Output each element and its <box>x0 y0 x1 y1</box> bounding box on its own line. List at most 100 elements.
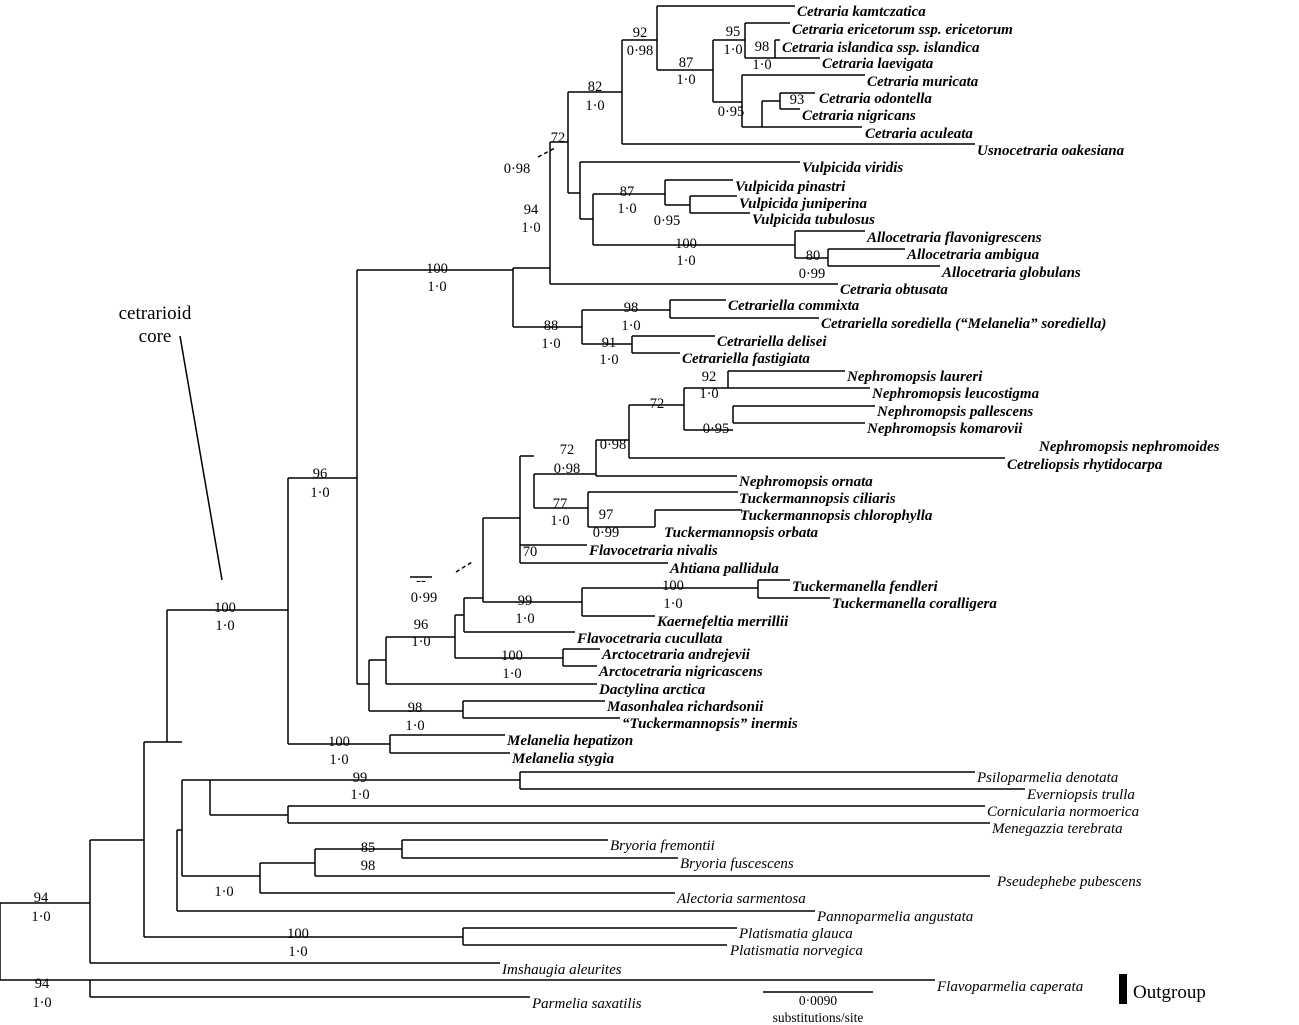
support-value: 1·0 <box>350 787 369 803</box>
support-value: 94 <box>34 890 49 906</box>
support-value: 0·98 <box>600 437 627 453</box>
support-value: 98 <box>408 700 423 716</box>
taxon-label: Cetraria ericetorum ssp. ericetorum <box>792 22 1013 38</box>
taxon-label: Vulpicida juniperina <box>739 196 867 212</box>
support-value: 0·95 <box>703 421 730 437</box>
support-value: 87 <box>620 184 635 200</box>
support-value: 92 <box>633 25 648 41</box>
scale-bar-value: 0·0090 <box>799 993 837 1008</box>
taxon-label: Psiloparmelia denotata <box>976 770 1118 786</box>
support-value: 93 <box>790 92 805 108</box>
taxon-label: Vulpicida viridis <box>802 160 903 176</box>
support-value: 100 <box>426 261 448 277</box>
taxon-label: Nephromopsis laureri <box>846 369 983 385</box>
support-value: 1·0 <box>676 253 695 269</box>
taxon-label: Allocetraria flavonigrescens <box>866 230 1042 246</box>
support-value: 1·0 <box>515 611 534 627</box>
support-value: 82 <box>588 79 603 95</box>
support-value: 77 <box>553 496 568 512</box>
taxon-label: Cetraria obtusata <box>840 282 948 298</box>
taxon-label: “Tuckermannopsis” inermis <box>622 716 798 732</box>
support-value: 1·0 <box>723 42 742 58</box>
taxon-label: Cornicularia normoerica <box>987 804 1139 820</box>
support-value: 1·0 <box>599 352 618 368</box>
taxon-label: Cetraria odontella <box>819 91 932 107</box>
support-value: 92 <box>702 369 717 385</box>
taxon-label: Flavocetraria nivalis <box>588 543 718 559</box>
taxon-label: Nephromopsis komarovii <box>866 421 1023 437</box>
support-value: 100 <box>214 600 236 616</box>
taxon-label: Usnocetraria oakesiana <box>977 143 1125 159</box>
tree-branches <box>0 5 1025 998</box>
support-value: 1·0 <box>621 318 640 334</box>
taxon-label: Cetrariella sorediella (“Melanelia” sore… <box>821 316 1106 332</box>
scale-bar-unit: substitutions/site <box>773 1010 864 1025</box>
taxon-label: Cetraria kamtczatica <box>797 4 926 20</box>
taxon-label: Everniopsis trulla <box>1026 787 1135 803</box>
support-value: 94 <box>35 976 50 992</box>
taxon-label: Pannoparmelia angustata <box>816 909 973 925</box>
support-value: 0·95 <box>718 104 745 120</box>
support-value: 0·99 <box>411 590 438 606</box>
support-value: 72 <box>650 396 665 412</box>
support-value: 1·0 <box>541 336 560 352</box>
taxon-label: Tuckermannopsis ciliaris <box>739 491 896 507</box>
support-value: 0·99 <box>799 266 826 282</box>
support-value: 0·99 <box>593 525 620 541</box>
taxon-label: Nephromopsis ornata <box>738 474 873 490</box>
support-value: 88 <box>544 318 559 334</box>
support-value: 96 <box>313 466 328 482</box>
support-value: 1·0 <box>427 279 446 295</box>
support-value: 0·98 <box>627 43 654 59</box>
taxon-label: Bryoria fremontii <box>610 838 715 854</box>
taxon-label: Allocetraria ambigua <box>906 247 1040 263</box>
support-value: 87 <box>679 55 694 71</box>
taxon-label: Tuckermanella fendleri <box>792 579 939 595</box>
support-value: 100 <box>328 734 350 750</box>
support-value: 100 <box>662 578 684 594</box>
clade-label-line1: cetrarioid <box>119 303 192 324</box>
taxon-label: Tuckermannopsis orbata <box>664 525 819 541</box>
support-value: 96 <box>414 617 429 633</box>
taxon-label: Tuckermannopsis chlorophylla <box>740 508 933 524</box>
taxon-label: Kaernefeltia merrillii <box>656 614 789 630</box>
taxon-label: Nephromopsis nephromoides <box>1038 439 1220 455</box>
taxon-label: Imshaugia aleurites <box>501 962 622 978</box>
taxon-label: Cetrariella fastigiata <box>682 351 810 367</box>
taxon-label: Cetraria aculeata <box>865 126 973 142</box>
support-value: 98 <box>624 300 639 316</box>
support-value: 1·0 <box>329 752 348 768</box>
support-value: 100 <box>675 236 697 252</box>
support-value: 1·0 <box>502 666 521 682</box>
support-value: 98 <box>361 858 376 874</box>
taxon-label: Cetraria laevigata <box>822 56 934 72</box>
taxon-label: Platismatia norvegica <box>729 943 863 959</box>
taxon-label: Bryoria fuscescens <box>680 856 794 872</box>
support-value: 1·0 <box>214 884 233 900</box>
taxon-label: Alectoria sarmentosa <box>676 891 806 907</box>
taxon-label: Cetraria nigricans <box>802 108 916 124</box>
support-value: 1·0 <box>550 513 569 529</box>
taxon-label: Arctocetraria andrejevii <box>601 647 751 663</box>
taxon-label: Nephromopsis leucostigma <box>871 386 1040 402</box>
taxon-label: Cetreliopsis rhytidocarpa <box>1007 457 1163 473</box>
support-value: 1·0 <box>752 57 771 73</box>
support-value: 80 <box>806 248 821 264</box>
taxon-label: Vulpicida pinastri <box>735 179 846 195</box>
taxon-label: Masonhalea richardsonii <box>606 699 764 715</box>
support-value: 1·0 <box>288 944 307 960</box>
outgroup-label: Outgroup <box>1133 982 1206 1003</box>
support-value: 0·98 <box>554 461 581 477</box>
clade-label-line2: core <box>139 326 172 347</box>
taxon-label: Ahtiana pallidula <box>669 561 779 577</box>
taxon-label: Parmelia saxatilis <box>531 996 642 1012</box>
support-value: 99 <box>353 770 368 786</box>
taxon-label: Melanelia hepatizon <box>506 733 633 749</box>
taxon-label: Platismatia glauca <box>738 926 853 942</box>
outgroup-bracket <box>1119 974 1127 1004</box>
taxon-label: Nephromopsis pallescens <box>876 404 1033 420</box>
support-value: 94 <box>524 202 539 218</box>
support-value: 1·0 <box>310 485 329 501</box>
